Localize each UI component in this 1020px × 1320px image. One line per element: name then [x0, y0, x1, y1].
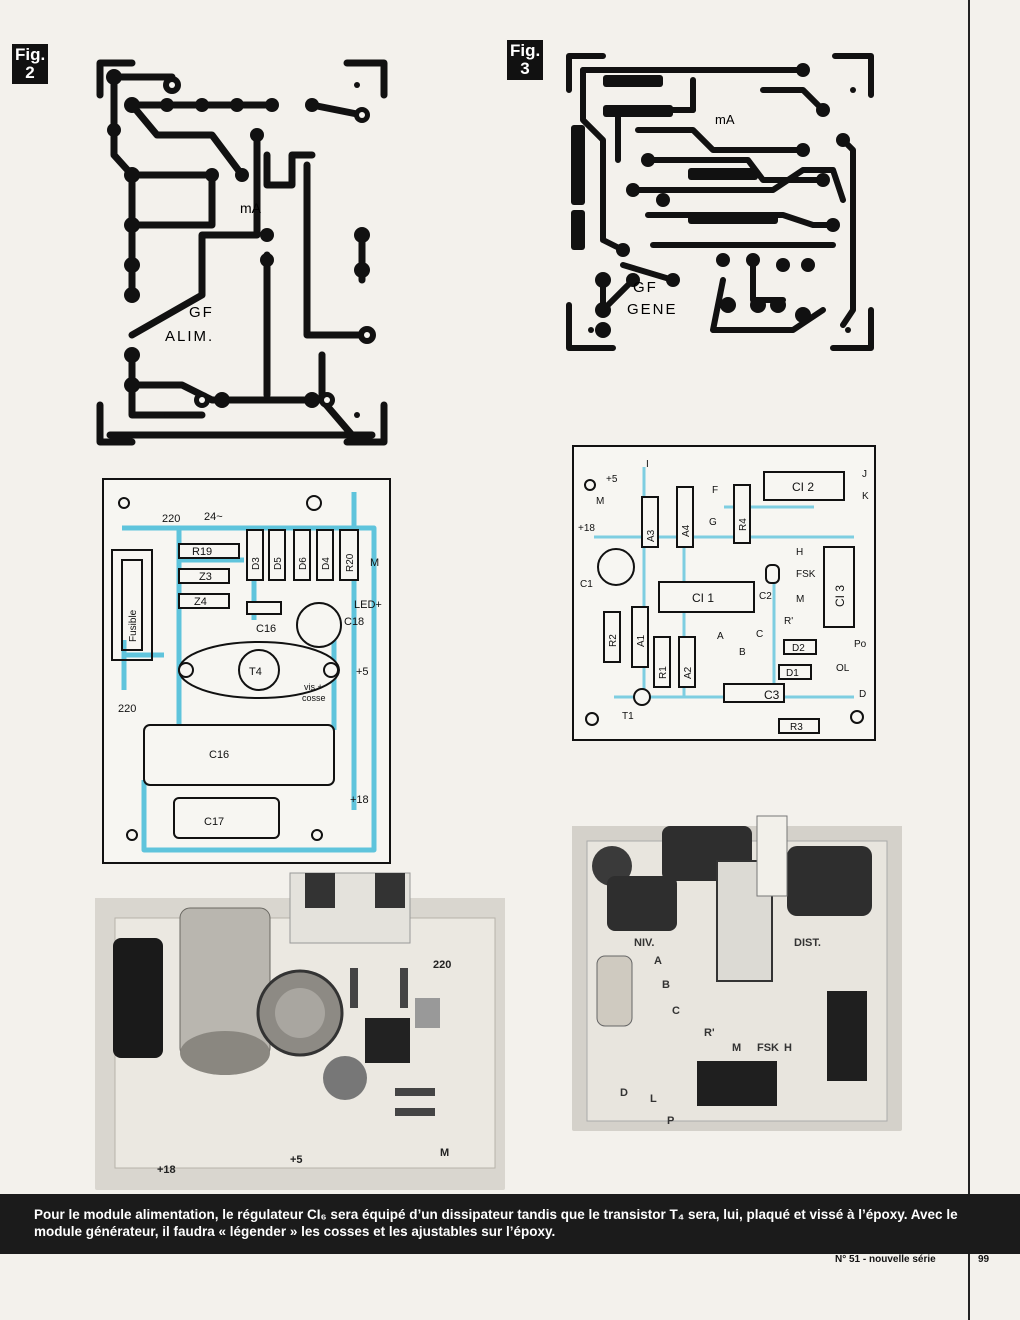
- gene-photo-label-m: M: [732, 1042, 741, 1054]
- gene-photo-label-c: C: [672, 1005, 680, 1017]
- alim-label-vis: vis +: [304, 682, 323, 692]
- gene-photo-label-b: B: [662, 979, 670, 991]
- alim-label-led: LED+: [354, 599, 382, 611]
- gene-label-h: H: [796, 547, 803, 558]
- gene-label-k: K: [862, 491, 869, 502]
- figure-caption-text: Pour le module alimentation, le régulate…: [34, 1207, 958, 1239]
- gene-component-layout: I +5 M +18 C1 A3 A4 F G R4 CI 2 J K CI 1…: [572, 445, 876, 741]
- alim-label-d5: D5: [273, 557, 284, 570]
- alim-label-r19: R19: [192, 546, 212, 558]
- fig2-label-number: 2: [25, 63, 35, 82]
- alim-label-z3: Z3: [199, 571, 212, 583]
- alim-label-d6: D6: [298, 557, 309, 570]
- alim-label-220: 220: [162, 513, 180, 525]
- gene-label-plus18: +18: [578, 523, 595, 534]
- alim-label-m: M: [370, 557, 379, 569]
- gene-label-d1: D1: [786, 668, 799, 679]
- alim-label-plus5: +5: [356, 666, 369, 678]
- gene-photo-label-dist: DIST.: [794, 937, 821, 949]
- gene-label-a: A: [717, 631, 724, 642]
- alim-label-c16: C16: [209, 749, 229, 761]
- gene-label-c1: C1: [580, 579, 593, 590]
- gene-label-f: F: [712, 485, 718, 496]
- gene-photo-label-niv: NIV.: [634, 937, 654, 949]
- gene-label-c3: C3: [764, 688, 780, 702]
- gene-label-a1: A1: [636, 634, 647, 647]
- fig3-ma-label: mA: [715, 112, 735, 127]
- alim-label-plus18: +18: [350, 794, 369, 806]
- gene-label-b: B: [739, 647, 746, 658]
- gene-photo-label-a: A: [654, 955, 662, 967]
- fig2-label: Fig. 2: [12, 44, 48, 84]
- alim-label-fusible: Fusible: [128, 609, 139, 642]
- gene-label-r4: R4: [738, 518, 749, 531]
- gene-label-plus5: +5: [606, 474, 618, 485]
- gene-label-a4: A4: [681, 524, 692, 537]
- gene-label-j: J: [862, 469, 867, 480]
- gene-label-r-prime: R': [784, 616, 793, 627]
- gene-label-ol: OL: [836, 663, 850, 674]
- alim-photo-label-plus5: +5: [290, 1154, 303, 1166]
- fig3-label-text: Fig.: [510, 41, 541, 60]
- gene-module-photo: NIV. DIST. A B C R' M FSK H D L P: [572, 815, 902, 1131]
- right-margin-rule: [968, 0, 970, 1320]
- gene-photo-label-r-prime: R': [704, 1027, 715, 1039]
- issue-footer: N° 51 - nouvelle série: [835, 1254, 936, 1265]
- gene-label-r1: R1: [658, 666, 669, 679]
- gene-label-m-right: M: [796, 594, 804, 605]
- gene-photo-label-fsk: FSK: [757, 1042, 779, 1054]
- alim-label-cosse: cosse: [302, 693, 326, 703]
- gene-label-d: D: [859, 689, 866, 700]
- alim-photo-label-plus18: +18: [157, 1164, 176, 1176]
- gene-label-c: C: [756, 629, 763, 640]
- alim-photo-label-220: 220: [433, 959, 451, 971]
- gene-photo-label-d: D: [620, 1087, 628, 1099]
- alim-label-c16-top: C16: [256, 623, 276, 635]
- alim-label-d4: D4: [321, 557, 332, 570]
- gene-label-i: I: [646, 459, 649, 470]
- alim-label-c17: C17: [204, 816, 224, 828]
- alim-photo-label-m: M: [440, 1147, 449, 1159]
- gene-label-a2: A2: [683, 666, 694, 679]
- gene-photo-label-h: H: [784, 1042, 792, 1054]
- fig2-label-text: Fig.: [15, 45, 46, 64]
- gene-label-m: M: [596, 496, 604, 507]
- alim-label-24ac: 24~: [204, 511, 223, 523]
- gene-label-a3: A3: [646, 529, 657, 542]
- alim-label-z4: Z4: [194, 596, 207, 608]
- gene-label-d2: D2: [792, 643, 805, 654]
- fig2-name-label-1: GF: [189, 304, 214, 321]
- gene-label-ci2: CI 2: [792, 480, 814, 494]
- fig2-ma-label: mA: [240, 200, 262, 216]
- gene-label-ci3: CI 3: [833, 585, 847, 607]
- gene-label-g: G: [709, 517, 717, 528]
- fig2-copper-trace-diagram: mA GF ALIM.: [96, 59, 388, 446]
- gene-label-ci1: CI 1: [692, 591, 714, 605]
- alim-label-t4: T4: [249, 666, 262, 678]
- alim-module-photo: 220 +18 +5 M: [95, 872, 505, 1190]
- fig3-copper-trace-diagram: mA GF GENE: [566, 53, 874, 351]
- gene-label-fsk: FSK: [796, 569, 816, 580]
- alim-label-r20: R20: [345, 553, 356, 572]
- fig3-name-label-1: GF: [633, 279, 658, 296]
- gene-label-r3: R3: [790, 722, 803, 733]
- fig3-label: Fig. 3: [507, 40, 543, 80]
- gene-photo-label-l: L: [650, 1093, 657, 1105]
- gene-label-r2: R2: [608, 634, 619, 647]
- gene-photo-label-p: P: [667, 1115, 674, 1127]
- alim-component-layout: 220 24~ R19 Z3 Z4 Fusible D3 D5 D6 D4 R2…: [102, 478, 391, 864]
- page-number: 99: [978, 1254, 990, 1265]
- gene-label-t1: T1: [622, 711, 634, 722]
- alim-label-c18: C18: [344, 616, 364, 628]
- fig3-name-label-2: GENE: [627, 301, 678, 318]
- fig3-label-number: 3: [520, 59, 530, 78]
- gene-label-c2: C2: [759, 591, 772, 602]
- alim-label-220-bottom: 220: [118, 703, 136, 715]
- fig2-name-label-2: ALIM.: [165, 328, 214, 345]
- alim-label-d3: D3: [251, 557, 262, 570]
- gene-label-po: Po: [854, 639, 867, 650]
- figure-caption: Pour le module alimentation, le régulate…: [0, 1194, 1020, 1254]
